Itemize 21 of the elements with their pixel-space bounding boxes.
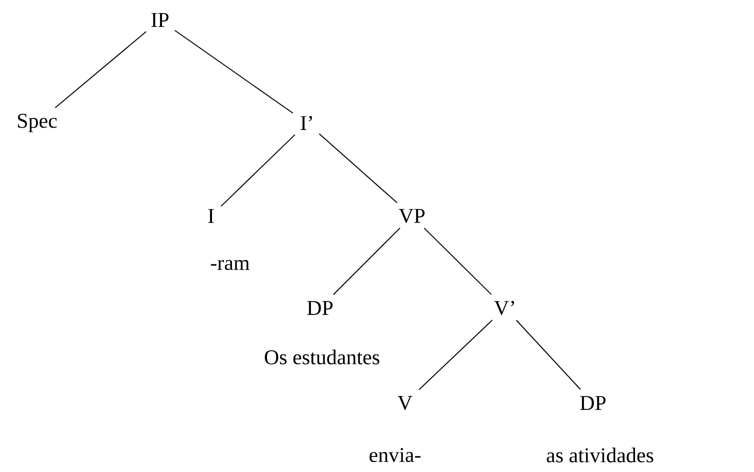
tree-label: VP bbox=[398, 208, 425, 224]
tree-label: V’ bbox=[494, 300, 514, 316]
tree-label: IP bbox=[151, 13, 168, 27]
branch-line bbox=[516, 320, 582, 390]
branch-line bbox=[332, 228, 400, 296]
tree-label: I bbox=[208, 209, 214, 223]
tree-label: I’ bbox=[300, 116, 312, 130]
tree-label: DP bbox=[307, 301, 333, 315]
word-label: as atividades bbox=[546, 448, 654, 462]
tree-label: DP bbox=[580, 396, 606, 410]
word-label: Os estudantes bbox=[264, 350, 380, 364]
branch-line bbox=[424, 228, 492, 295]
branch-line bbox=[220, 134, 296, 207]
branch-line bbox=[318, 133, 398, 204]
word-label: envia- bbox=[370, 448, 420, 462]
tree-label: V bbox=[398, 396, 412, 410]
branch-line bbox=[418, 320, 493, 390]
branch-line bbox=[54, 31, 147, 108]
tree-label: Spec bbox=[18, 114, 57, 132]
word-label: -ram bbox=[210, 260, 250, 270]
branch-line bbox=[174, 30, 294, 114]
